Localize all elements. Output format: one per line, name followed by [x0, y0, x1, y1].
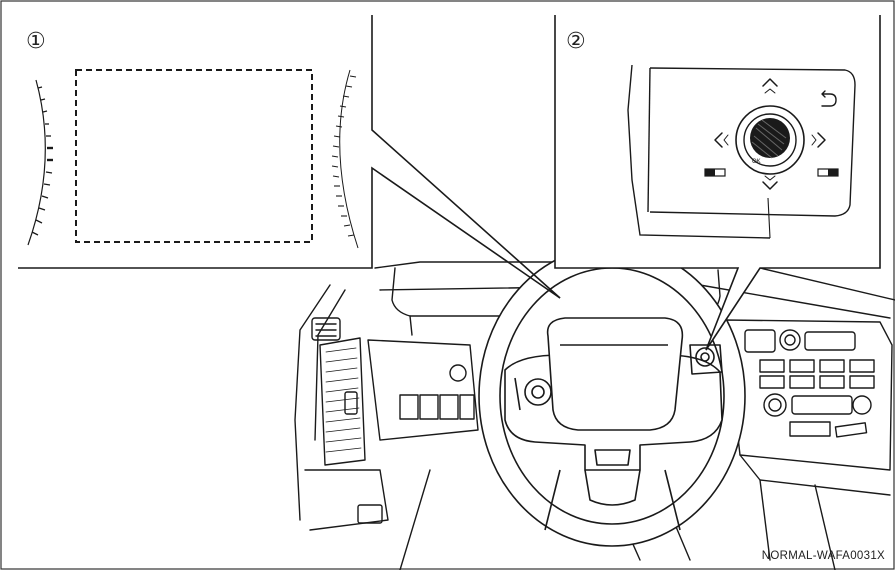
knee-switch [357, 504, 383, 524]
door-switch [311, 317, 341, 341]
down-arrow-icon [762, 181, 778, 190]
switch-panel [627, 64, 771, 239]
callout-1-panel: ① [18, 15, 561, 299]
svg-text:OK: OK [752, 159, 761, 165]
left-indicator-icon [704, 168, 726, 177]
right-indicator-icon [817, 168, 839, 177]
meter-display-area [75, 69, 313, 243]
up-arrow-icon [762, 78, 778, 87]
callout-1-number: ① [26, 29, 46, 54]
left-arrow-icon [714, 132, 723, 148]
callout-2-number: ② [566, 29, 586, 54]
right-arrow-icon [817, 132, 826, 148]
steering-wheel [478, 245, 746, 547]
image-code: NORMAL-WAFA0031X [761, 550, 885, 562]
callout-2-panel: ② OK [554, 15, 881, 351]
multi-function-switch: OK [735, 105, 805, 175]
back-icon [821, 90, 837, 107]
